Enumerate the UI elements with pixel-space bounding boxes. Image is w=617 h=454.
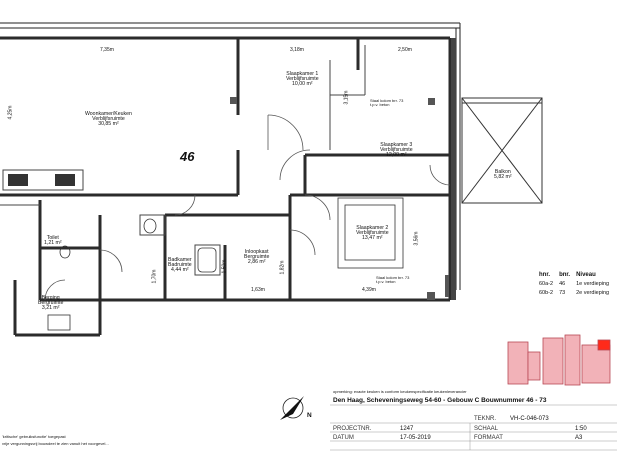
level-table: hnr. bnr. Niveau 60a-2 46 1e verdieping … xyxy=(536,270,612,297)
dimension-label: 4,39m xyxy=(362,287,376,293)
walls xyxy=(0,36,452,337)
dimension-label: 2,50m xyxy=(398,47,412,53)
dimension-label: 1,50m xyxy=(221,259,228,274)
column-note: Staal kolom brr. 73 t.p.v. beton xyxy=(376,275,410,284)
schaal-value: 1:50 xyxy=(575,426,587,432)
dimension-label: 1,70m xyxy=(151,269,158,284)
dimension-label: 1,63m xyxy=(251,287,265,293)
north-arrow-icon xyxy=(280,396,304,420)
column-note: Staal kolom brr. 73 t.p.v. beton xyxy=(370,98,404,107)
room-label-slaapkamer1: Slaapkamer 1 Verblijfsruimte 10,00 m² xyxy=(286,71,319,88)
formaat-value: A3 xyxy=(575,435,583,441)
door-swings xyxy=(44,114,451,301)
level-table-header: bnr. xyxy=(559,271,571,278)
unit-number: 46 xyxy=(180,149,195,164)
table-row: 60a-2 46 1e verdieping xyxy=(539,280,610,287)
dimension-label: 3,18m xyxy=(290,47,304,53)
dimension-label: 7,35m xyxy=(100,47,114,53)
tekenr-label: TEKNR. xyxy=(474,416,497,422)
dimension-label: 1,82m xyxy=(279,260,286,275)
formaat-label: FORMAAT xyxy=(474,435,503,441)
room-label-berging: Berging Bergruimte 3,21 m² xyxy=(38,295,64,312)
datum-value: 17-05-2019 xyxy=(400,435,431,441)
room-label-inloopkast: Inloopkast Bergruimte 2,86 m² xyxy=(244,249,270,266)
legend-note: vrije vergunningsvrij bouwdeel te zien v… xyxy=(2,441,109,446)
legend-note: 'kritische' gebruiksfunctie' toegepast xyxy=(2,434,66,439)
key-plan xyxy=(507,334,611,386)
level-table-header: hnr. xyxy=(539,271,551,278)
columns xyxy=(230,97,449,300)
dimension-label: 3,56m xyxy=(413,231,420,246)
fixtures xyxy=(47,197,404,331)
schaal-label: SCHAAL xyxy=(474,426,499,432)
room-label-balkon: Balkon 5,82 m² xyxy=(494,169,512,181)
dimension-label: 3,15m xyxy=(343,90,350,105)
note-opmerking: opmerking: exacte keuken is conform keuk… xyxy=(333,389,467,394)
datum-label: DATUM xyxy=(333,435,354,441)
room-label-slaapkamer3: Slaapkamer 3 Verblijfsruimte 12,00 m² xyxy=(380,142,413,159)
project-address: Den Haag, Scheveningseweg 54-60 - Gebouw… xyxy=(333,397,547,404)
room-label-woonkamer: Woonkamer/Keuken Verblijfsruimte 30,85 m… xyxy=(85,111,132,128)
room-label-toilet: Toilet 1,21 m² xyxy=(44,235,62,247)
table-row: 60b-2 73 2e verdieping xyxy=(539,289,610,296)
partitions xyxy=(0,45,366,276)
kitchen-counter xyxy=(8,174,75,186)
tekenr-value: VH-C-046-073 xyxy=(510,416,549,422)
projectnr-value: 1247 xyxy=(400,426,414,432)
projectnr-label: PROJECTNR. xyxy=(333,426,372,432)
dimension-label: 4,25m xyxy=(7,105,14,120)
facade-wall xyxy=(451,38,456,300)
room-label-badkamer: Badkamer Badruimte 4,44 m² xyxy=(168,257,192,274)
north-label: N xyxy=(307,412,312,419)
title-block-frame xyxy=(330,404,617,451)
room-label-slaapkamer2: Slaapkamer 2 Verblijfsruimte 13,47 m² xyxy=(356,225,389,242)
balcony xyxy=(461,97,543,204)
level-table-header: Niveau xyxy=(576,271,596,278)
